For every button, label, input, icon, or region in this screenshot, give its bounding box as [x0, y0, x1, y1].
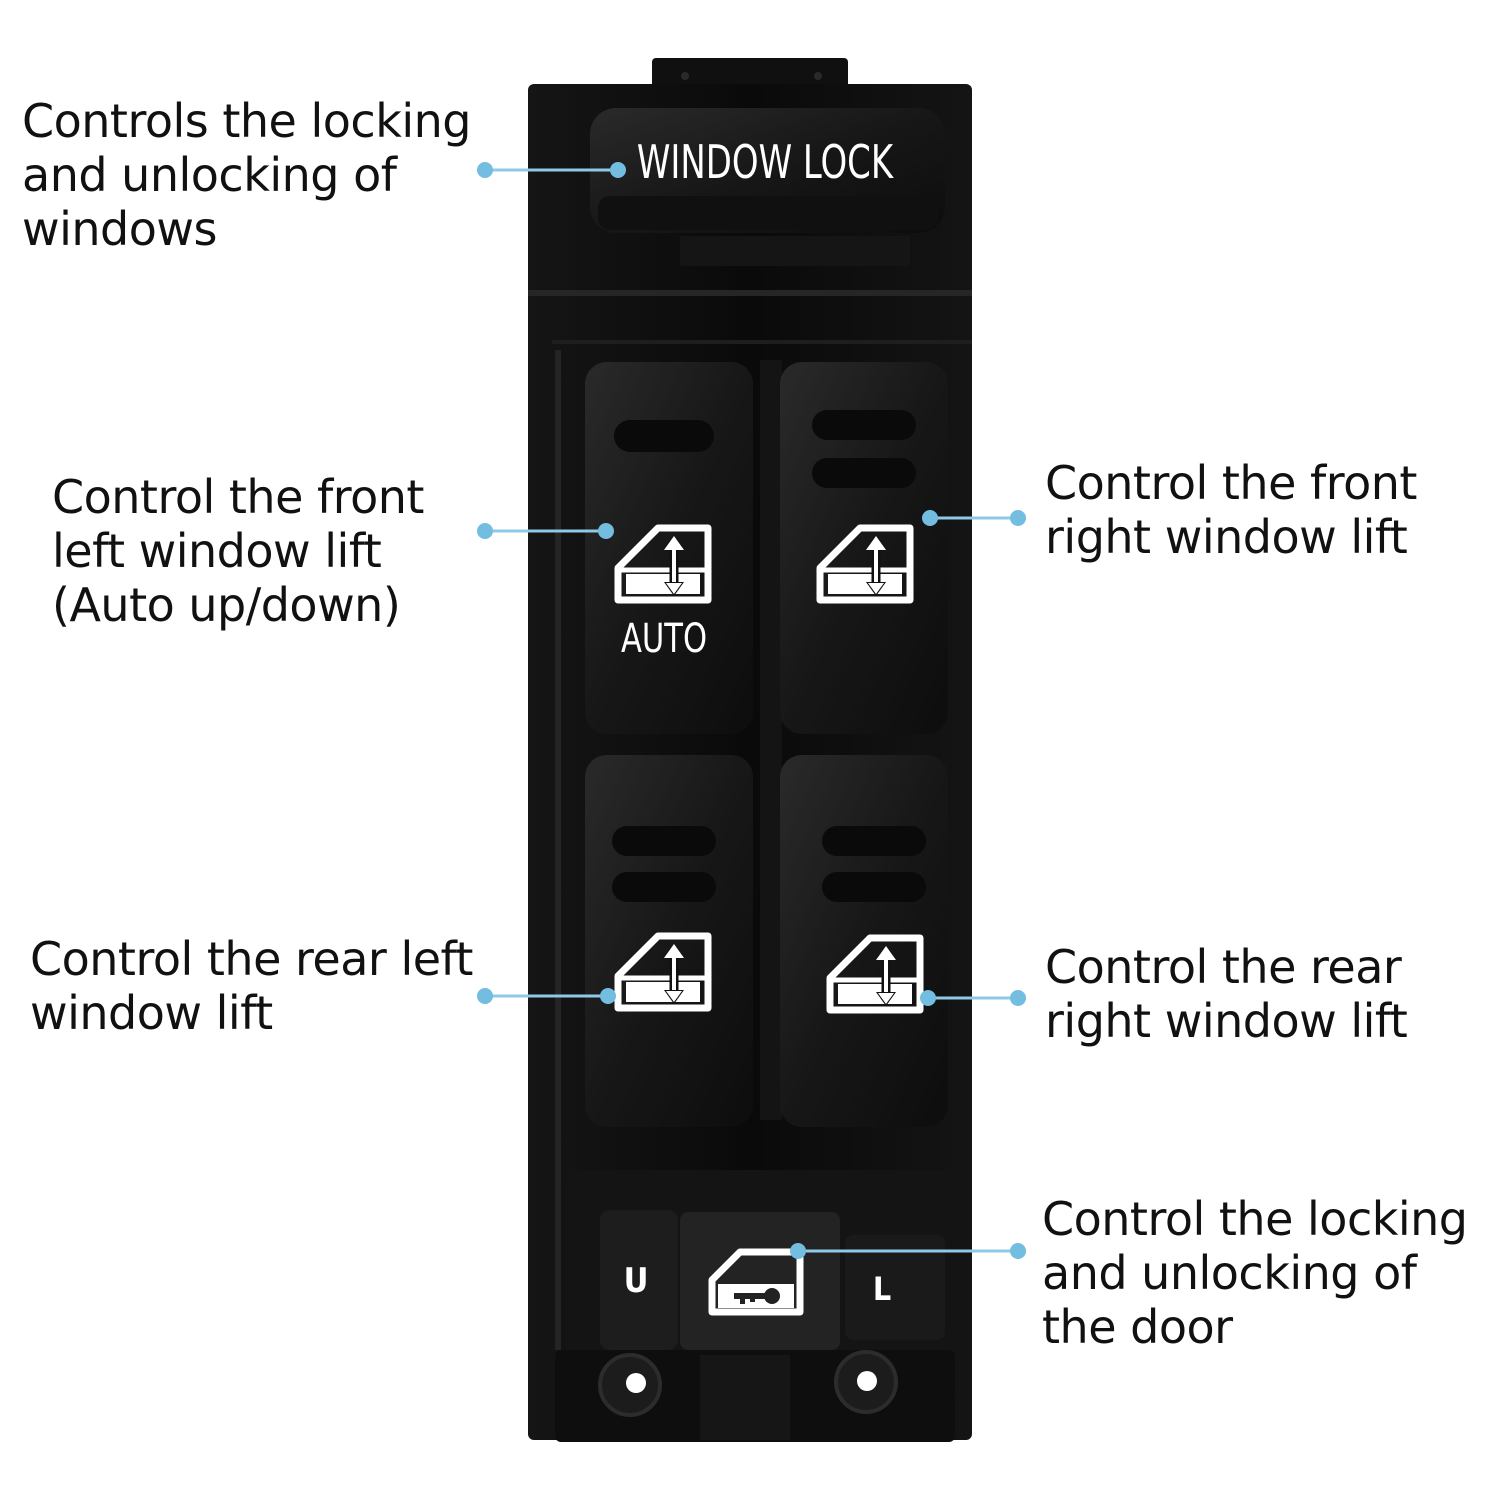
- mounting-tabs: [555, 1350, 955, 1442]
- door-lock-icon: [708, 1248, 804, 1316]
- callout-dots: [477, 162, 1026, 1259]
- callout-front-right: Control the front right window lift: [1045, 456, 1417, 564]
- rear-right-window-switch[interactable]: [780, 755, 948, 1127]
- rear-left-window-switch[interactable]: [585, 755, 753, 1127]
- front-left-window-switch[interactable]: AUTO: [585, 362, 753, 734]
- door-lock-switch[interactable]: U L: [565, 1170, 970, 1360]
- window-lock-label: WINDOW LOCK: [637, 135, 894, 189]
- callout-front-left: Control the front left window lift (Auto…: [52, 470, 424, 632]
- callout-rear-right: Control the rear right window lift: [1045, 940, 1408, 1048]
- callout-lines: [485, 168, 1018, 1253]
- window-lock-button[interactable]: WINDOW LOCK: [590, 108, 945, 266]
- callout-window-lock: Controls the locking and unlocking of wi…: [22, 94, 471, 256]
- callout-door-lock: Control the locking and unlocking of the…: [1042, 1192, 1468, 1354]
- door-lock-label: L: [873, 1270, 891, 1308]
- front-right-window-switch[interactable]: [780, 362, 948, 734]
- door-unlock-label: U: [624, 1261, 649, 1301]
- auto-label: AUTO: [621, 615, 707, 661]
- callout-rear-left: Control the rear left window lift: [30, 932, 473, 1040]
